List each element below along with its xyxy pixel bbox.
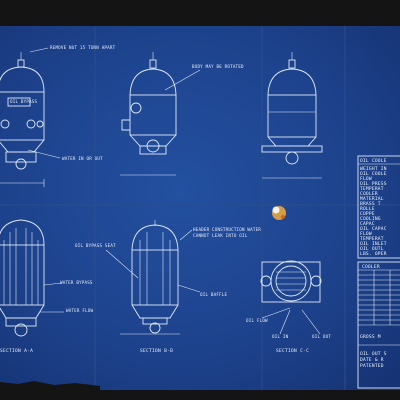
label-section-bb: SECTION B-B [140, 348, 173, 354]
cooler-rear-view [261, 52, 323, 179]
spec-table-row: COPPE [360, 211, 375, 217]
label-oil-bypass-top: OIL BYPASS [10, 99, 37, 104]
spec-table-title: OIL COOLE [360, 158, 387, 164]
spec-table-row: LBS. OPER [360, 251, 387, 257]
paper-stain [272, 206, 286, 220]
cooler-side-view [120, 52, 201, 176]
spec-table-row: OIL OUTL [360, 246, 384, 252]
spec-table-row: OIL COOLE [360, 171, 387, 177]
cooler-table [357, 261, 400, 389]
section-bb-drawing [105, 220, 201, 335]
label-oil-baffle: OIL BAFFLE [200, 292, 227, 297]
cooler-table-bottom-row: DATE & R [360, 357, 384, 363]
label-header-note-2: CANNOT LEAK INTO OIL [193, 233, 248, 238]
label-water-in-out: WATER IN OR OUT [62, 156, 103, 161]
spec-table [357, 155, 400, 259]
cooler-table-bottom-row: PATENTED [360, 363, 384, 369]
section-aa-drawing [0, 219, 64, 337]
spec-table-row: COOLING [360, 216, 381, 222]
label-oil-out: OIL OUT [312, 334, 331, 339]
spec-table-row: TEMPERAT [360, 186, 384, 192]
spec-table-row: FLOW [360, 231, 372, 237]
label-water-bypass: WATER BYPASS [60, 280, 93, 285]
cooler-table-bottom-row: GROSS M [360, 334, 381, 340]
spec-table-row: OIL INLET [360, 241, 387, 247]
label-section-aa: SECTION A-A [0, 348, 33, 354]
section-cc-drawing [260, 260, 322, 335]
spec-table-row: ROLLE [360, 206, 375, 212]
spec-table-row: OIL CAPAC [360, 226, 387, 232]
spec-table-row: BRASS T [360, 201, 381, 207]
cooler-table-bottom-row: OIL OUT S [360, 351, 387, 357]
label-header-note-1: HEADER CONSTRUCTION WATER [193, 227, 261, 232]
cooler-table-title: COOLER [362, 264, 380, 270]
cooler-table-grid [358, 274, 400, 321]
spec-table-row: FLOW [360, 176, 372, 182]
bottom-frame [0, 390, 400, 400]
spec-table-row: CAPAC [360, 221, 375, 227]
spec-table-row: TEMPERAT [360, 236, 384, 242]
spec-table-row: MATERIAL [360, 196, 384, 202]
label-water-flow: WATER FLOW [66, 308, 93, 313]
label-body-rotated: BODY MAY BE ROTATED [192, 64, 244, 69]
label-section-cc: SECTION C-C [276, 348, 309, 354]
blueprint-paper [0, 26, 400, 390]
spec-table-row: WEIGHT IN [360, 166, 387, 172]
spec-table-row: COOLER [360, 191, 378, 197]
label-remove-nut: REMOVE NUT 15 TURN APART [50, 45, 116, 50]
cooler-front-view [0, 47, 61, 187]
spec-table-row: OIL PRESS [360, 181, 387, 187]
label-oil-flow: OIL FLOW [246, 318, 268, 323]
label-oil-bypass-seat: OIL BYPASS SEAT [75, 243, 116, 248]
top-frame [0, 0, 400, 26]
label-oil-in: OIL IN [272, 334, 289, 339]
paper-tear [0, 381, 100, 390]
